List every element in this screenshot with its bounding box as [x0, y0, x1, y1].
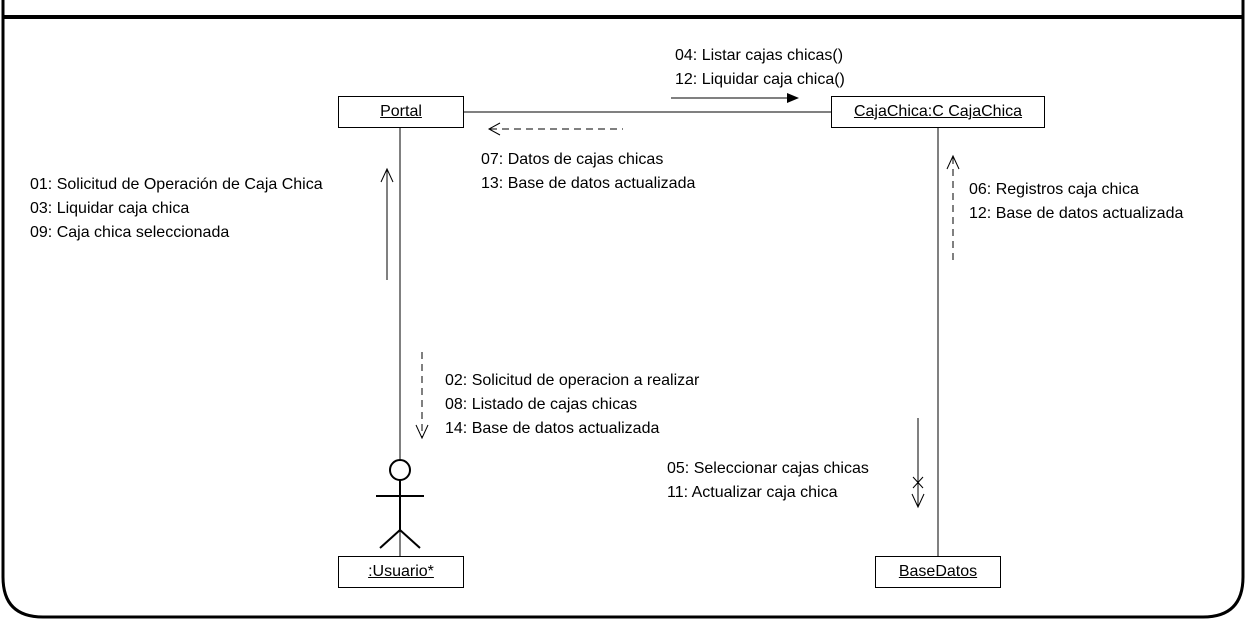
message-label: 12: Base de datos actualizada: [969, 205, 1184, 222]
object-portal[interactable]: Portal: [338, 96, 464, 128]
message-label: 14: Base de datos actualizada: [445, 420, 660, 437]
arrow-basedatos-to-cajachica: [946, 154, 960, 260]
arrow-cajachica-to-portal: [487, 122, 623, 136]
message-label: 12: Liquidar caja chica(): [675, 71, 845, 88]
message-label: 07: Datos de cajas chicas: [481, 151, 664, 168]
message-label: 08: Listado de cajas chicas: [445, 396, 638, 413]
arrow-usuario-to-portal: [380, 167, 394, 280]
arrow-cajachica-to-basedatos: [911, 418, 925, 509]
object-basedatos[interactable]: BaseDatos: [875, 556, 1001, 588]
message-label: 13: Base de datos actualizada: [481, 175, 696, 192]
messages-portal-to-cajachica: 04: Listar cajas chicas() 12: Liquidar c…: [675, 44, 845, 92]
message-label: 06: Registros caja chica: [969, 181, 1139, 198]
message-label: 04: Listar cajas chicas(): [675, 47, 844, 64]
messages-cajachica-to-portal: 07: Datos de cajas chicas 13: Base de da…: [481, 148, 695, 196]
message-label: 02: Solicitud de operacion a realizar: [445, 372, 700, 389]
message-label: 11: Actualizar caja chica: [667, 484, 838, 501]
messages-cajachica-to-basedatos: 05: Seleccionar cajas chicas 11: Actuali…: [667, 457, 869, 505]
message-label: 05: Seleccionar cajas chicas: [667, 460, 869, 477]
messages-basedatos-to-cajachica: 06: Registros caja chica 12: Base de dat…: [969, 178, 1183, 226]
object-usuario[interactable]: :Usuario*: [338, 556, 464, 588]
arrow-portal-to-cajachica: [671, 93, 799, 103]
object-cajachica[interactable]: CajaChica:C CajaChica: [831, 96, 1045, 128]
messages-usuario-to-portal: 01: Solicitud de Operación de Caja Chica…: [30, 173, 323, 245]
message-label: 09: Caja chica seleccionada: [30, 224, 230, 241]
message-label: 01: Solicitud de Operación de Caja Chica: [30, 176, 323, 193]
actor-figure-icon: [376, 459, 424, 549]
arrow-portal-to-usuario: [415, 352, 429, 440]
messages-portal-to-usuario: 02: Solicitud de operacion a realizar 08…: [445, 369, 699, 441]
message-label: 03: Liquidar caja chica: [30, 200, 190, 217]
